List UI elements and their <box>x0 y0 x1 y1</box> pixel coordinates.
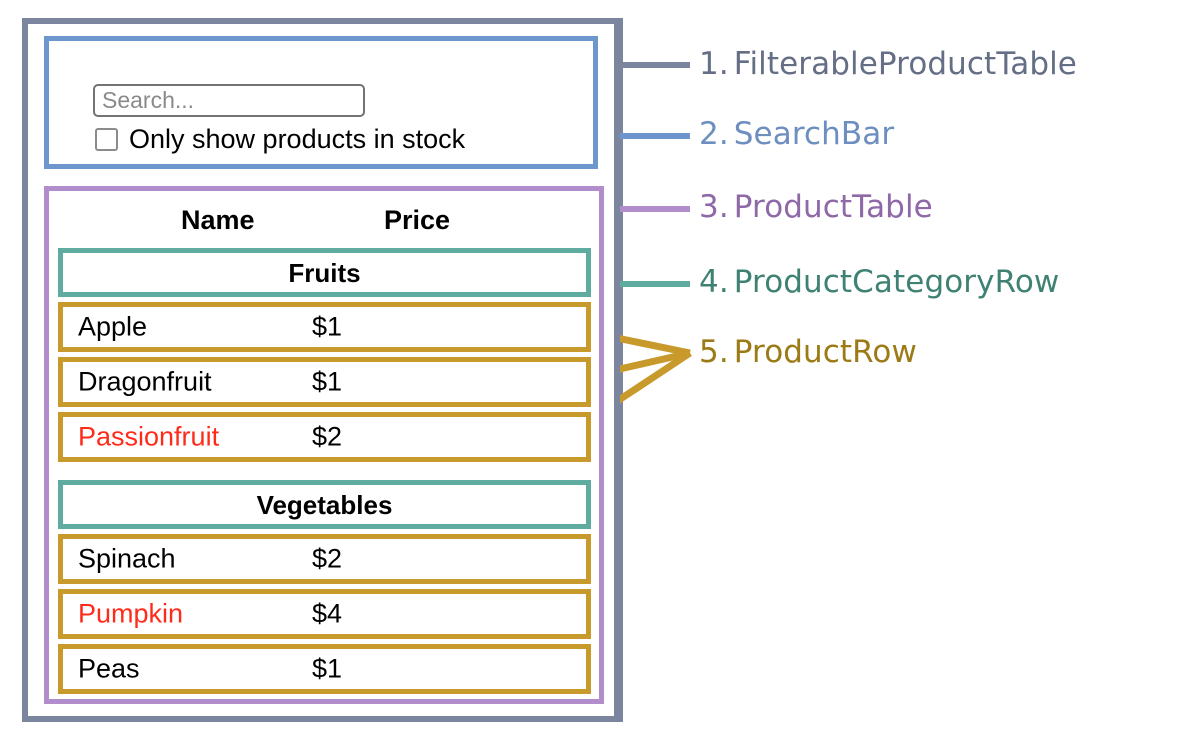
product-row: Passionfruit $2 <box>58 412 591 462</box>
product-table-outline: Name Price Fruits Apple $1 Dragonfruit $… <box>44 186 604 704</box>
annotation-product-table: 3.ProductTable <box>699 192 933 223</box>
annotation-label: SearchBar <box>733 116 895 152</box>
annotation-number: 3. <box>699 189 729 225</box>
column-header-name: Name <box>181 205 255 235</box>
search-bar-outline: Search... Only show products in stock <box>44 36 598 169</box>
product-category-label: Fruits <box>288 257 361 288</box>
product-table-header: Name Price <box>49 201 599 241</box>
product-price: $1 <box>312 366 343 397</box>
annotation-number: 1. <box>699 46 729 82</box>
product-category-row: Fruits <box>58 248 591 297</box>
product-table-body: Fruits Apple $1 Dragonfruit $1 Passionfr… <box>58 248 591 699</box>
annotation-product-category-row: 4.ProductCategoryRow <box>699 267 1059 298</box>
column-header-price: Price <box>384 205 451 235</box>
annotation-label: FilterableProductTable <box>733 46 1077 82</box>
annotation-product-row: 5.ProductRow <box>699 337 917 368</box>
product-name: Pumpkin <box>78 598 184 629</box>
in-stock-filter-row[interactable]: Only show products in stock <box>95 126 465 153</box>
annotation-label: ProductCategoryRow <box>733 264 1060 300</box>
product-price: $2 <box>312 543 343 574</box>
product-row: Spinach $2 <box>58 534 591 584</box>
product-name: Apple <box>78 311 148 342</box>
annotation-number: 5. <box>699 334 729 370</box>
category-spacer <box>58 467 591 480</box>
product-price: $1 <box>312 311 343 342</box>
annotation-filterable-product-table: 1.FilterableProductTable <box>699 49 1077 80</box>
product-category-label: Vegetables <box>256 489 393 520</box>
product-name: Dragonfruit <box>78 366 212 397</box>
product-price: $4 <box>312 598 343 629</box>
checkbox-icon[interactable] <box>95 128 118 151</box>
annotation-label: ProductRow <box>733 334 917 370</box>
product-row: Pumpkin $4 <box>58 589 591 639</box>
annotation-search-bar: 2.SearchBar <box>699 119 894 150</box>
search-placeholder: Search... <box>102 87 195 113</box>
annotation-number: 2. <box>699 116 729 152</box>
annotation-number: 4. <box>699 264 729 300</box>
product-name: Spinach <box>78 543 176 574</box>
product-category-row: Vegetables <box>58 480 591 529</box>
filterable-product-table-outline: Search... Only show products in stock Na… <box>22 18 620 722</box>
product-name: Passionfruit <box>78 421 220 452</box>
product-price: $1 <box>312 653 343 684</box>
product-row: Dragonfruit $1 <box>58 357 591 407</box>
product-price: $2 <box>312 421 343 452</box>
annotation-label: ProductTable <box>733 189 933 225</box>
in-stock-checkbox-label: Only show products in stock <box>129 124 466 154</box>
product-row: Peas $1 <box>58 644 591 694</box>
search-input[interactable]: Search... <box>93 84 365 117</box>
product-name: Peas <box>78 653 140 684</box>
product-row: Apple $1 <box>58 302 591 352</box>
